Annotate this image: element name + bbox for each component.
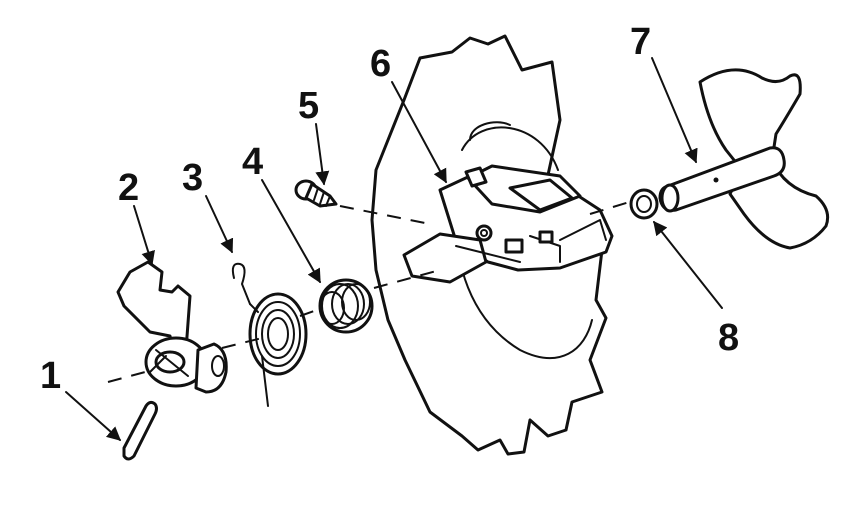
callout-2: 2: [118, 167, 139, 209]
callout-4: 4: [242, 141, 263, 183]
leader-4: [261, 179, 321, 284]
part-5-screw: [294, 179, 338, 208]
leader-lines: [65, 57, 723, 441]
part-7-shaft-handle: [658, 68, 830, 250]
leader-1: [65, 391, 122, 441]
part-4-coil-spring: [318, 278, 374, 334]
callout-3: 3: [182, 157, 203, 199]
leader-8: [653, 220, 723, 309]
leader-3: [205, 195, 234, 254]
leader-6: [391, 81, 447, 184]
callout-5: 5: [298, 85, 319, 127]
part-2-lever-hub: [116, 260, 228, 394]
part-3-torsion-spring: [231, 262, 308, 407]
callout-6: 6: [370, 43, 391, 85]
callout-1: 1: [40, 355, 61, 397]
leader-7: [651, 57, 698, 164]
callout-8: 8: [718, 317, 739, 359]
leader-5: [315, 123, 330, 186]
leader-2: [133, 205, 155, 266]
callouts: 1 2 3 4 5 6 7 8: [40, 21, 739, 397]
part-8-washer: [629, 188, 659, 220]
latch-bracket: [402, 164, 614, 284]
part-1-pin: [122, 400, 158, 461]
callout-7: 7: [630, 21, 651, 63]
